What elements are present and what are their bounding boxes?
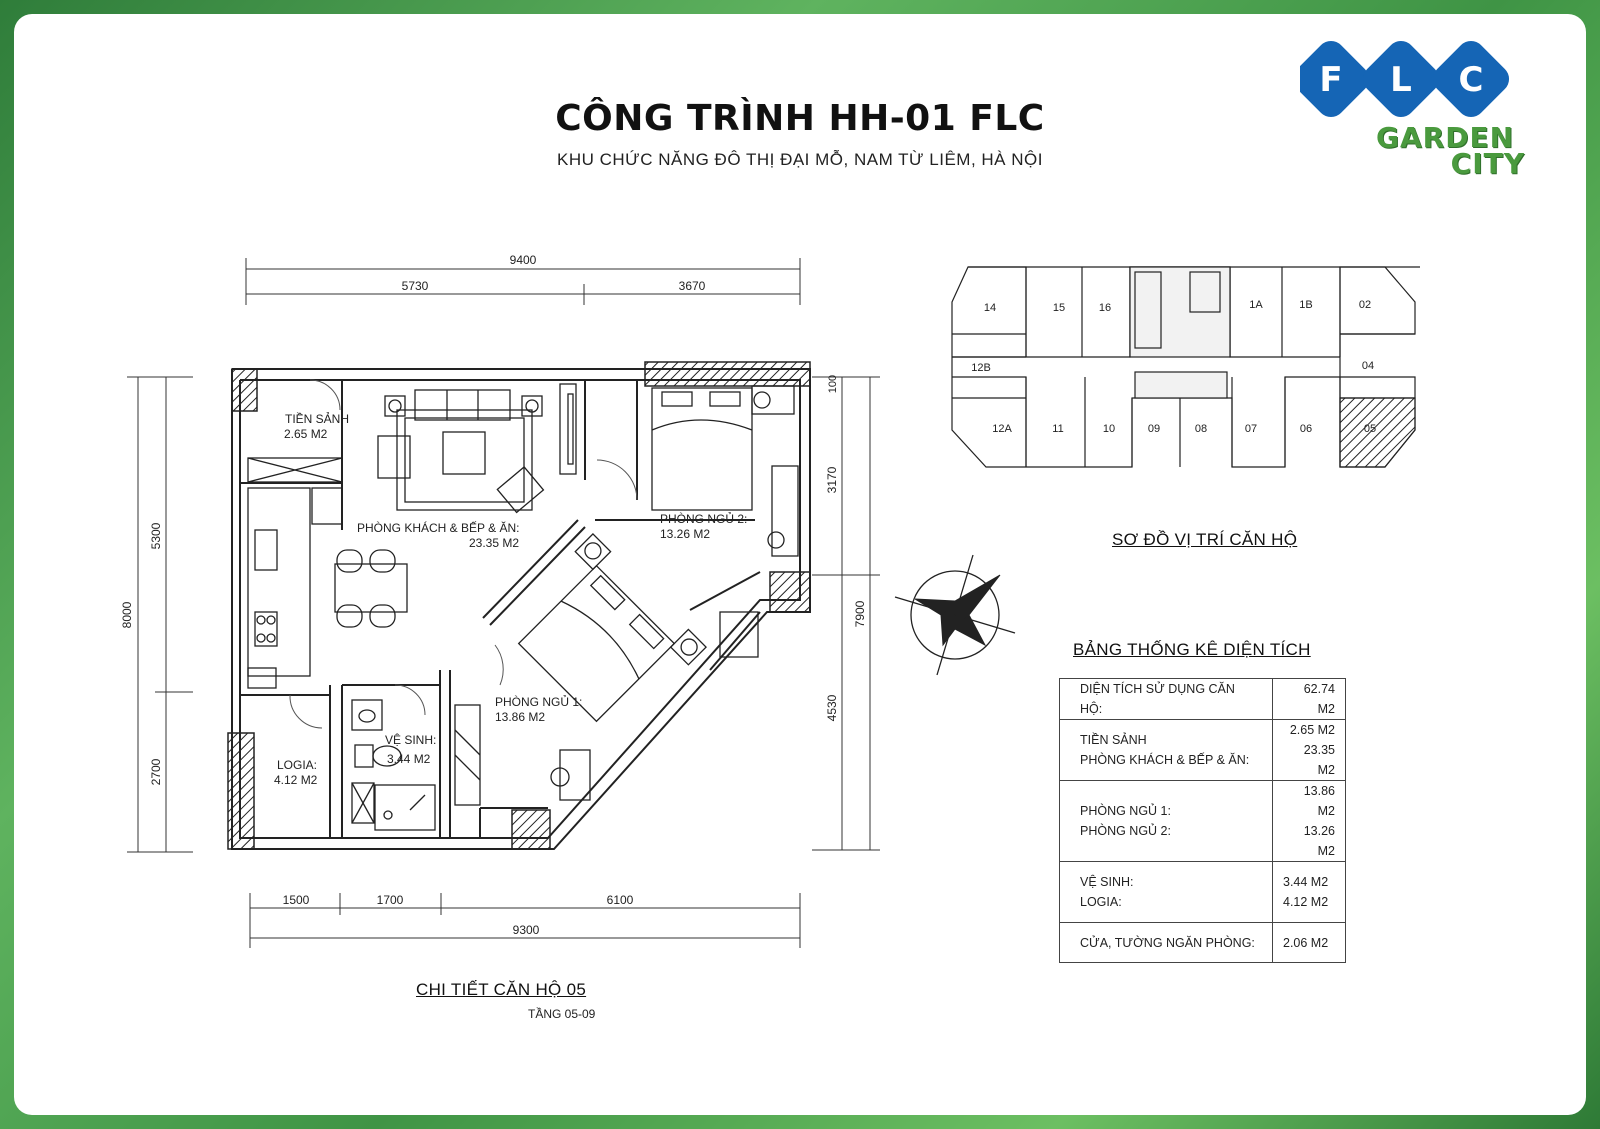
room-area-logia: 4.12 M2 (274, 773, 318, 787)
bedroom1-furniture (517, 533, 707, 723)
unit-14: 14 (984, 302, 996, 314)
stats-label: PHÒNG KHÁCH & BẾP & ĂN: (1080, 753, 1250, 767)
dim-top-left: 5730 (402, 279, 429, 293)
location-plan (951, 266, 1420, 468)
unit-15: 15 (1053, 302, 1065, 314)
logo-letter-f: F (1319, 60, 1342, 100)
unit-02: 02 (1359, 299, 1371, 311)
plan-caption: CHI TIẾT CĂN HỘ 05 (416, 980, 587, 999)
stats-label: VỆ SINH: (1080, 875, 1134, 889)
page-subtitle: KHU CHỨC NĂNG ĐÔ THỊ ĐẠI MỖ, NAM TỪ LIÊM… (557, 150, 1043, 169)
page-title: CÔNG TRÌNH HH-01 FLC (555, 98, 1045, 139)
room-label-living: PHÒNG KHÁCH & BẾP & ĂN: (357, 520, 520, 535)
dim-bottom-1: 1500 (283, 893, 310, 907)
room-label-bedroom1: PHÒNG NGỦ 1: (495, 694, 582, 709)
stats-label: PHÒNG NGỦ 1: (1080, 804, 1171, 818)
stats-row-foyer-living: TIỀN SẢNH PHÒNG KHÁCH & BẾP & ĂN: 2.65 M2… (1059, 719, 1346, 781)
stats-value: 62.74 M2 (1303, 682, 1335, 716)
room-label-bathroom: VỆ SINH: (385, 732, 436, 747)
unit-10: 10 (1103, 423, 1115, 435)
stats-label: CỬA, TƯỜNG NGĂN PHÒNG: (1080, 935, 1255, 950)
living-furniture (377, 383, 577, 514)
logo-letter-l: L (1390, 60, 1412, 100)
unit-12b: 12B (971, 362, 991, 374)
desk-bedroom1 (454, 611, 759, 806)
unit-05-highlighted: 05 (1364, 423, 1376, 435)
stats-value: 13.26 M2 (1303, 824, 1335, 858)
dim-bottom-3: 6100 (607, 893, 634, 907)
room-area-foyer: 2.65 M2 (284, 427, 328, 441)
dim-bottom-2: 1700 (377, 893, 404, 907)
logo-garden: GARDEN (1375, 121, 1514, 154)
dim-top-right: 3670 (679, 279, 706, 293)
stats-value: 3.44 M2 (1283, 875, 1329, 889)
dim-right-2: 4530 (825, 694, 839, 721)
stats-label: LOGIA: (1080, 895, 1122, 909)
unit-12a: 12A (992, 423, 1012, 435)
dim-right-total: 7900 (853, 600, 867, 627)
dim-left-lower: 2700 (149, 758, 163, 785)
dim-top-total: 9400 (510, 253, 537, 267)
door-swings (289, 379, 638, 729)
room-area-bedroom1: 13.86 M2 (495, 710, 545, 724)
stats-value: 4.12 M2 (1283, 895, 1329, 909)
dim-left-total: 8000 (120, 601, 134, 628)
dims-top (245, 258, 801, 305)
stats-row-walls: CỬA, TƯỜNG NGĂN PHÒNG: 2.06 M2 (1059, 922, 1346, 963)
stats-value: 2.65 M2 (1289, 723, 1335, 737)
stats-label: TIỀN SẢNH (1080, 733, 1147, 747)
dining-set (334, 549, 408, 628)
unit-08: 08 (1195, 423, 1207, 435)
logo-badge-c (1432, 40, 1510, 118)
stats-label: DIỆN TÍCH SỬ DỤNG CĂN HỘ: (1080, 682, 1235, 716)
stats-row-bath-logia: VỆ SINH: LOGIA: 3.44 M2 4.12 M2 (1059, 861, 1346, 923)
area-stats-table: DIỆN TÍCH SỬ DỤNG CĂN HỘ: 62.74 M2 TIỀN … (1059, 678, 1346, 963)
logo-badge-l (1362, 40, 1440, 118)
flc-logo: F L C (1300, 40, 1510, 118)
dim-bottom-total: 9300 (513, 923, 540, 937)
room-label-logia: LOGIA: (277, 758, 317, 772)
logo-city: CITY (1450, 147, 1525, 180)
unit-11: 11 (1052, 423, 1063, 435)
dims-bottom (249, 893, 801, 948)
compass-icon (894, 554, 1016, 676)
dim-left-upper: 5300 (149, 522, 163, 549)
plan-floor-range: TẦNG 05-09 (528, 1007, 596, 1021)
kitchen-counter (247, 457, 343, 689)
stats-label: PHÒNG NGỦ 2: (1080, 824, 1171, 838)
room-label-foyer: TIỀN SẢNH (285, 411, 349, 426)
dims-right (812, 376, 880, 851)
stats-row-bedrooms: PHÒNG NGỦ 1: PHÒNG NGỦ 2: 13.86 M2 13.26 M… (1059, 780, 1346, 862)
room-label-bedroom2: PHÒNG NGỦ 2: (660, 511, 747, 526)
bathroom-fixtures (351, 699, 436, 831)
unit-1a: 1A (1249, 299, 1263, 311)
dim-right-1: 3170 (825, 466, 839, 493)
walls (231, 368, 811, 850)
structural-columns (227, 361, 811, 850)
stats-value: 23.35 M2 (1303, 743, 1335, 777)
unit-07: 07 (1245, 423, 1257, 435)
bedroom2-furniture (651, 385, 799, 557)
location-plan-caption: SƠ ĐỒ VỊ TRÍ CĂN HỘ (1112, 530, 1298, 549)
unit-09: 09 (1148, 423, 1160, 435)
dims-left (127, 376, 193, 853)
unit-06: 06 (1300, 423, 1312, 435)
stats-value: 2.06 M2 (1283, 935, 1329, 950)
logo-letter-c: C (1459, 60, 1484, 100)
unit-16: 16 (1099, 302, 1111, 314)
stats-value: 13.86 M2 (1303, 784, 1335, 818)
room-area-bedroom2: 13.26 M2 (660, 527, 710, 541)
unit-04: 04 (1362, 360, 1374, 372)
dim-right-top: 100 (827, 375, 839, 393)
stats-row-total: DIỆN TÍCH SỬ DỤNG CĂN HỘ: 62.74 M2 (1059, 678, 1346, 720)
logo-badge-f (1300, 40, 1370, 118)
stats-table-title: BẢNG THỐNG KÊ DIỆN TÍCH (1073, 640, 1311, 659)
room-area-living: 23.35 M2 (469, 536, 519, 550)
unit-1b: 1B (1299, 299, 1312, 311)
room-area-bathroom: 3.44 M2 (387, 752, 431, 766)
